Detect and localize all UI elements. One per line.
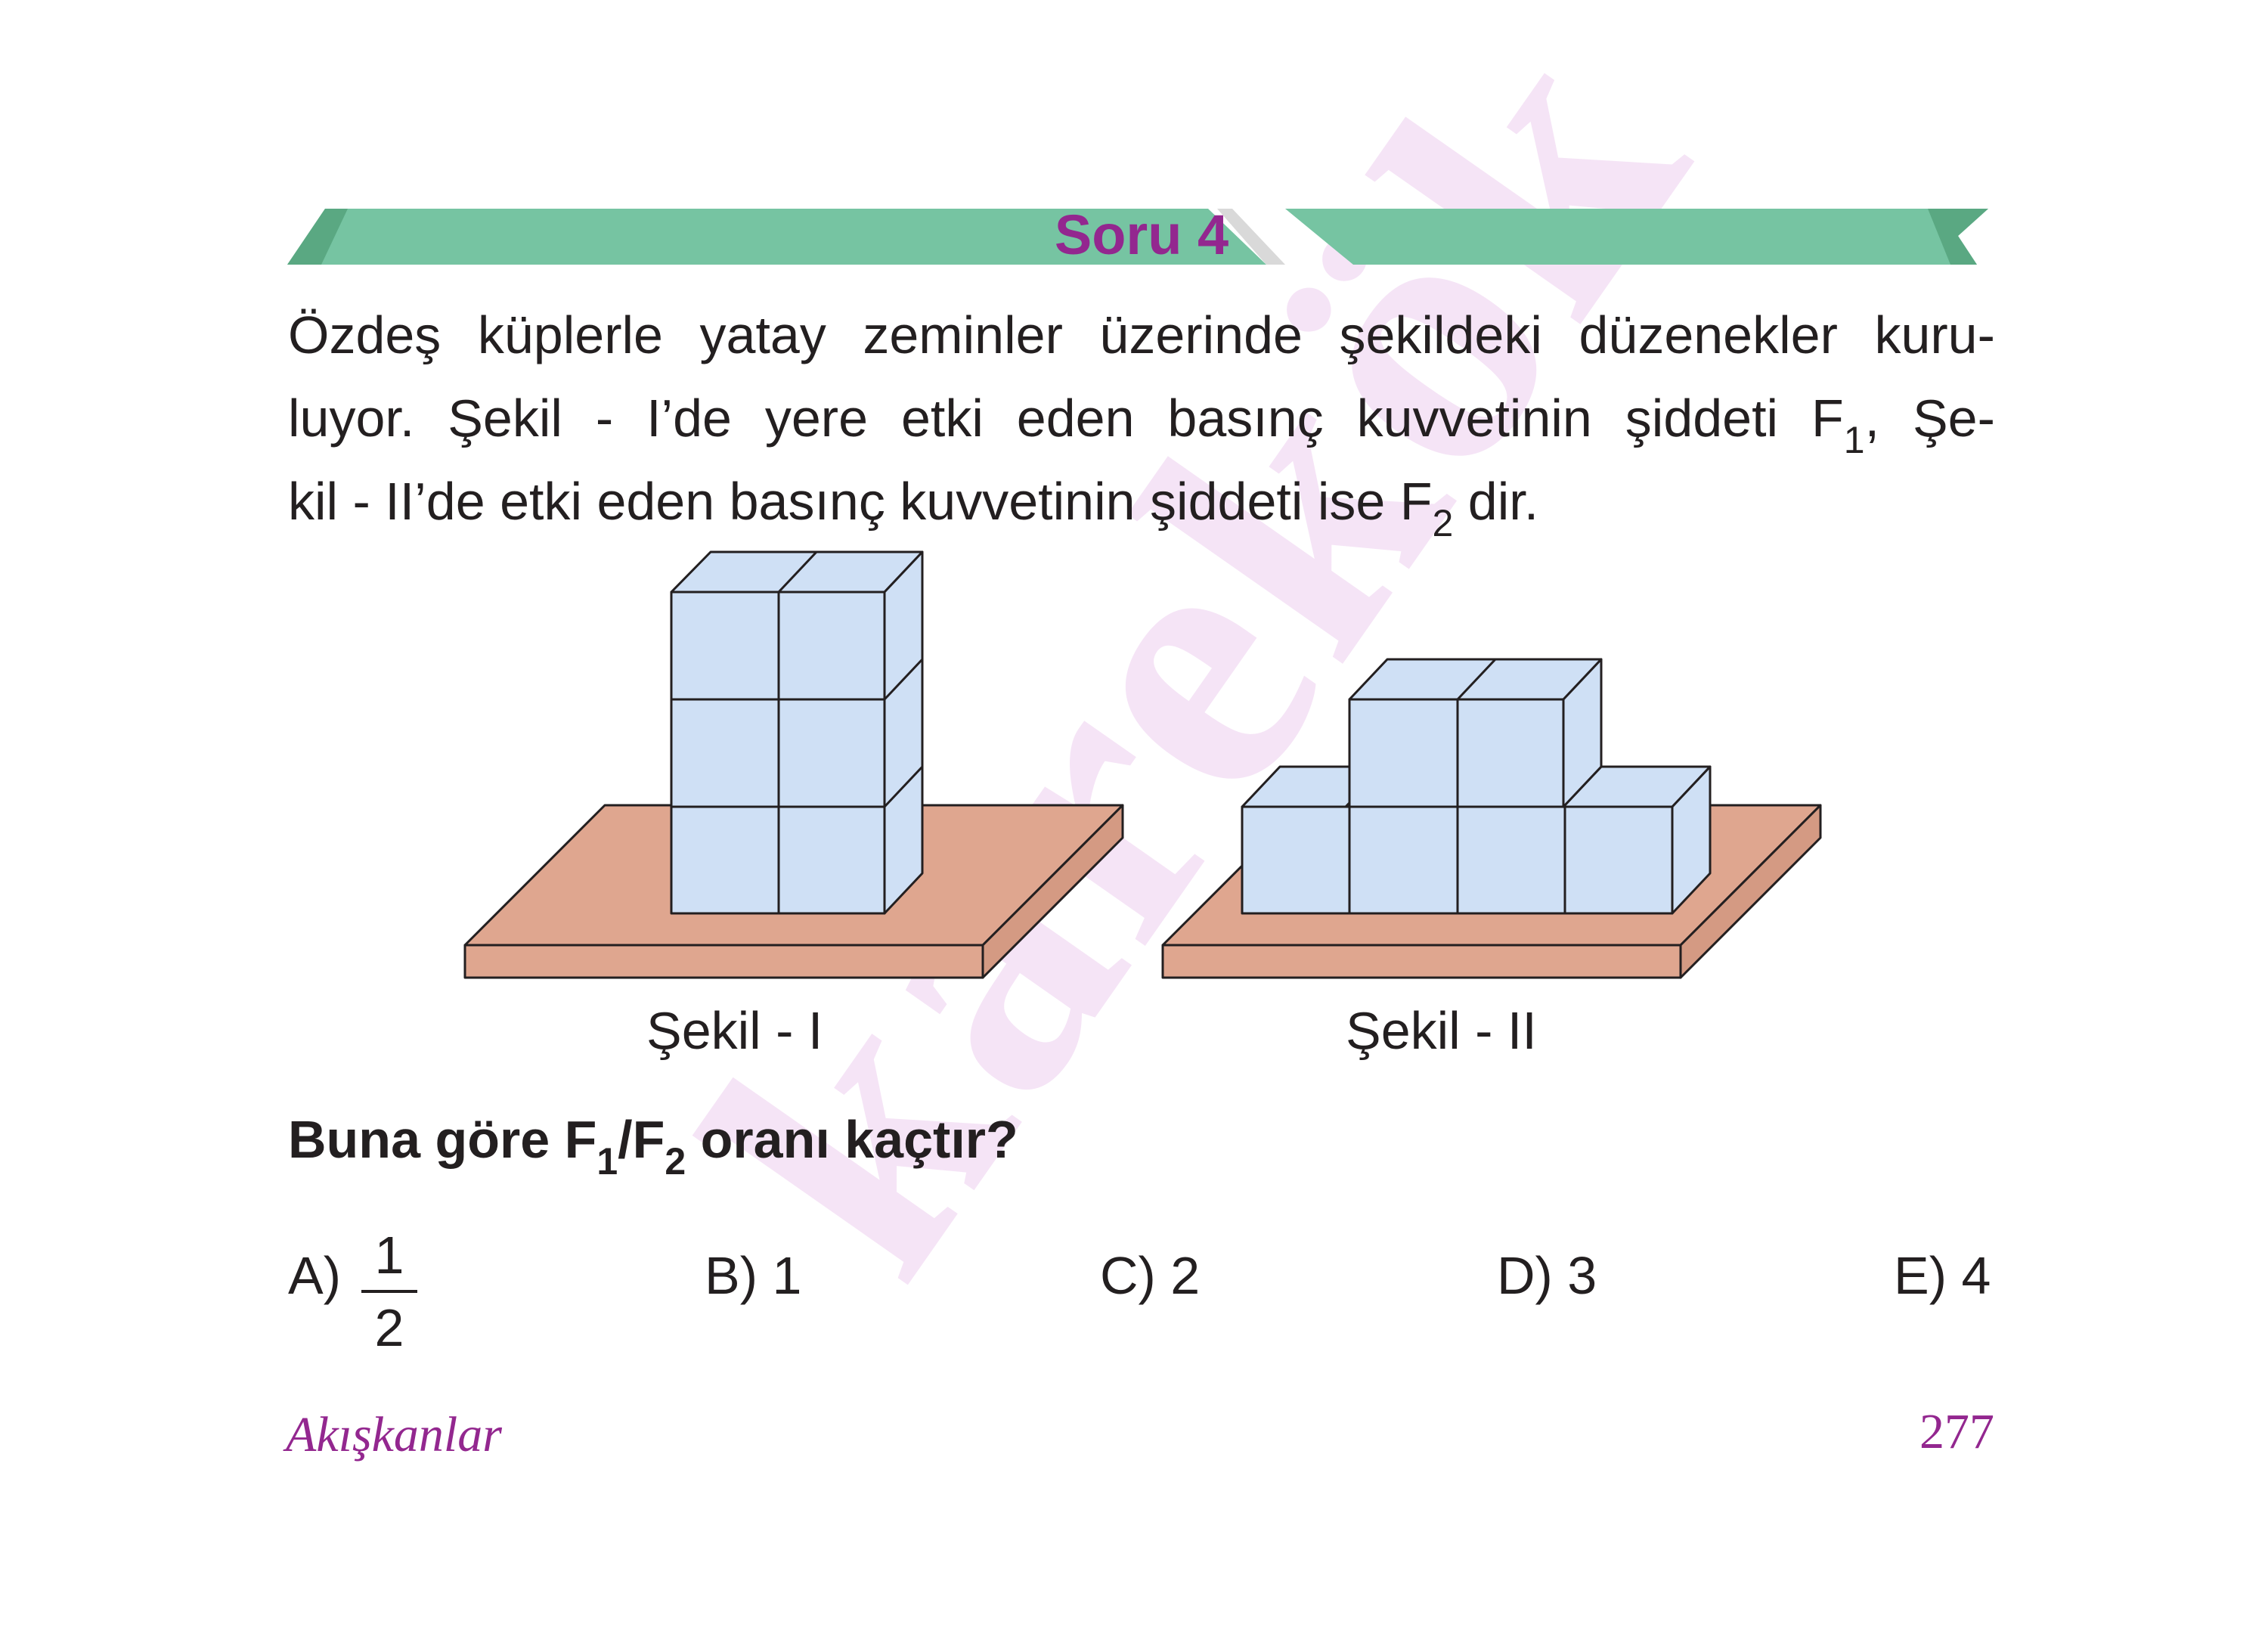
- intro-line-3: kil - II’de etki eden basınç kuvvetinin …: [288, 460, 1995, 543]
- word: Özdeş: [288, 305, 442, 364]
- word: zeminler: [863, 305, 1063, 364]
- word: Şekil: [448, 389, 562, 448]
- option-c[interactable]: C) 2: [1100, 1246, 1201, 1305]
- question-prompt: Buna göre F1/F2 oranı kaçtır?: [288, 1110, 1018, 1183]
- header-band-left: [287, 209, 1285, 265]
- word: basınç: [1167, 389, 1324, 448]
- question-title: Soru 4: [1054, 203, 1229, 266]
- f2-subscript: 2: [1432, 502, 1454, 544]
- footer-subject: Akışkanlar: [286, 1407, 502, 1462]
- figure-1-label: Şekil - I: [646, 1001, 823, 1060]
- option-d[interactable]: D) 3: [1497, 1246, 1597, 1305]
- option-e[interactable]: E) 4: [1894, 1246, 1991, 1305]
- word: kuru-: [1874, 305, 1995, 364]
- fraction-denominator: 2: [374, 1298, 404, 1357]
- f1-symbol: F1,: [1811, 389, 1880, 461]
- fraction-numerator: 1: [374, 1226, 404, 1285]
- figure-2-label: Şekil - II: [1346, 1001, 1537, 1060]
- cube-stack-2: [1241, 658, 1712, 915]
- intro-line-1: Özdeş küplerle yatay zeminler üzerinde ş…: [288, 293, 1995, 377]
- option-a-label[interactable]: A): [288, 1246, 341, 1305]
- question-text: Özdeş küplerle yatay zeminler üzerinde ş…: [288, 293, 1995, 543]
- word: şiddeti: [1625, 389, 1779, 448]
- word: yatay: [699, 305, 826, 364]
- word: şekildeki: [1339, 305, 1542, 364]
- page-number: 277: [1919, 1404, 1994, 1459]
- text-fragment: kil - II’de etki eden basınç kuvvetinin …: [288, 472, 1433, 531]
- word: yere: [764, 389, 869, 448]
- option-b[interactable]: B) 1: [705, 1246, 802, 1305]
- word: düzenekler: [1579, 305, 1838, 364]
- option-a-fraction[interactable]: 1 2: [361, 1225, 417, 1358]
- intro-line-2: luyor. Şekil - I’de yere etki eden basın…: [288, 377, 1995, 460]
- header-band-right: [1285, 209, 1988, 265]
- text-fragment: dir.: [1453, 472, 1539, 531]
- word: küplerle: [477, 305, 663, 364]
- word: kuvvetinin: [1356, 389, 1592, 448]
- word: Şe-: [1912, 389, 1995, 448]
- word: eden: [1016, 389, 1135, 448]
- word: etki: [900, 389, 984, 448]
- word: üzerinde: [1099, 305, 1303, 364]
- word: I’de: [646, 389, 732, 448]
- word: -: [595, 389, 614, 448]
- cube-stack-1: [670, 550, 924, 915]
- fraction-bar: [361, 1290, 417, 1293]
- word: luyor.: [288, 389, 415, 448]
